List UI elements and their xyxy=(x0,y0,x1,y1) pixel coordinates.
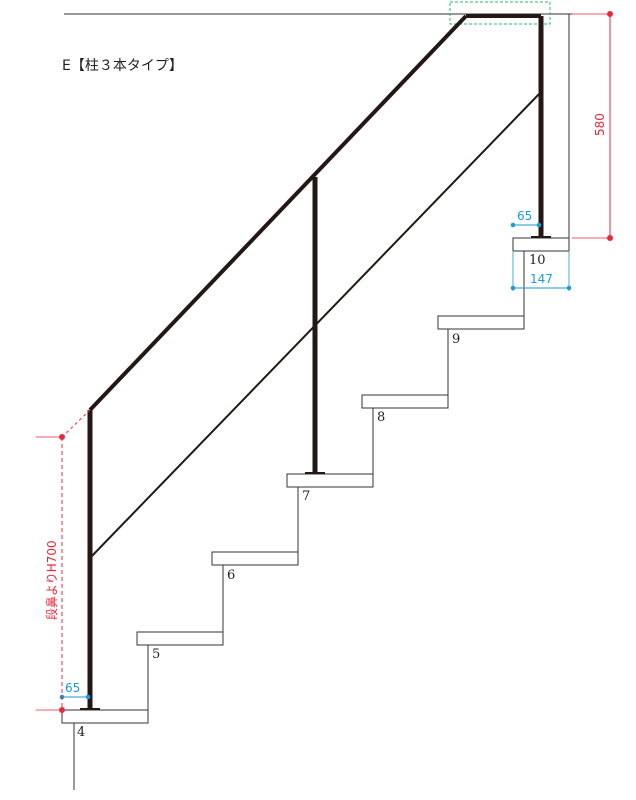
step-tread-7 xyxy=(286,473,374,488)
diagram-title: E【柱３本タイプ】 xyxy=(62,58,183,74)
dim-top-height xyxy=(572,11,613,241)
step-label-6: 6 xyxy=(227,568,235,583)
stair-profile xyxy=(61,237,570,724)
step-tread-9 xyxy=(437,315,525,330)
step-label-4: 4 xyxy=(77,725,85,740)
step-label-10: 10 xyxy=(529,253,546,268)
dim-top-step-depth xyxy=(510,252,572,291)
step-tread-6 xyxy=(211,551,299,566)
dim-bottom-post-offset-label: 65 xyxy=(65,681,80,695)
dim-bottom-height xyxy=(36,409,91,713)
dim-top-post-offset-label: 65 xyxy=(517,209,532,223)
step-label-5: 5 xyxy=(152,647,160,662)
dim-top-height-label: 580 xyxy=(593,113,607,136)
dim-bottom-height-label: 段鼻よりH700 xyxy=(44,540,59,620)
dim-bottom-post-offset xyxy=(59,694,91,700)
dim-top-post-offset xyxy=(510,222,542,228)
dim-top-step-depth-label: 147 xyxy=(530,272,553,286)
top-highlight-box xyxy=(449,1,551,25)
stair-risers xyxy=(73,251,525,790)
step-tread-5 xyxy=(136,631,224,646)
step-tread-10 xyxy=(512,237,570,252)
step-label-8: 8 xyxy=(377,410,385,425)
top-rail xyxy=(88,14,468,412)
step-label-9: 9 xyxy=(452,332,460,347)
handrail xyxy=(87,14,544,708)
step-tread-8 xyxy=(361,394,449,409)
step-tread-4 xyxy=(61,709,149,724)
step-label-7: 7 xyxy=(302,489,310,504)
post-bases xyxy=(80,236,551,710)
